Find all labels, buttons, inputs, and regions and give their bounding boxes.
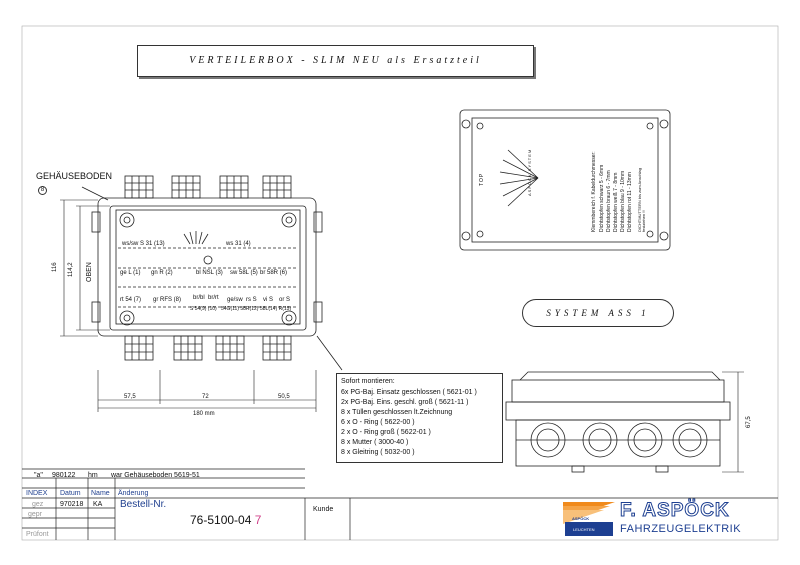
header-change: Änderung xyxy=(118,490,149,497)
top-cable-glands xyxy=(124,175,292,199)
logo-subtitle: FAHRZEUGELEKTRIK xyxy=(620,523,742,535)
revision-change: war Gehäuseboden 5619-51 xyxy=(111,472,200,479)
order-number-main: 76-5100-04 xyxy=(190,513,252,527)
top-view-text-header: Klemmbereich f. Kabeldurchmesser: xyxy=(591,151,597,232)
notes-line: 2 x O - Ring groß ( 5622-01 ) xyxy=(341,429,431,436)
notes-leader xyxy=(316,335,343,371)
system-label-box: SYSTEM ASS 1 xyxy=(522,299,674,327)
notes-line: 6x PG-Baj. Einsatz geschlossen ( 5621-01… xyxy=(341,389,477,396)
sheet-border xyxy=(21,25,779,541)
title-block-grid xyxy=(22,468,778,540)
dim-side-height: 67,5 xyxy=(746,416,752,428)
top-view-brand-small: ASPÖCK SYSTEM xyxy=(527,148,532,196)
logo-mark-bottom: LEUCHTEN xyxy=(573,527,595,532)
terminal-label: gr RFS (8) xyxy=(153,297,182,303)
terminal-label: or S xyxy=(279,297,291,303)
top-view-text-line: Dichtstopfen rot 11 - 13mm xyxy=(627,172,633,232)
vertical-dimensions xyxy=(60,199,110,337)
title-box: VERTEILERBOX - SLIM NEU als Ersatzteil xyxy=(137,45,534,77)
view-label-leader xyxy=(81,186,109,201)
notes-line: 8 x Tüllen geschlossen lt.Zeichnung xyxy=(341,409,453,416)
order-number: 76-5100-04 7 xyxy=(190,514,261,526)
terminal-label: S 54(9) (10) xyxy=(190,306,217,312)
row-label-gez: gez xyxy=(32,501,44,508)
revision-name: hm xyxy=(88,472,98,479)
notes-line: 8 x Mutter ( 3000-40 ) xyxy=(341,439,409,446)
housing-side-view xyxy=(505,371,744,473)
dim-height-outer: 116 xyxy=(52,262,58,272)
revision-date: 980122 xyxy=(52,472,76,479)
top-view-text-note: DICHTMUTTERN bis zum Anschlag festziehen… xyxy=(637,167,646,232)
system-label: SYSTEM ASS 1 xyxy=(546,308,650,318)
dim-height-inner: 114,2 xyxy=(68,262,74,277)
terminal-label: br/rt xyxy=(208,295,219,301)
terminal-label: ge/sw xyxy=(227,297,243,303)
order-label: Bestell-Nr. xyxy=(120,499,167,510)
drawn-date: 970218 xyxy=(60,501,84,508)
dim-total-width: 180 mm xyxy=(193,411,215,417)
terminal-label: br 58R (6) xyxy=(260,270,288,276)
terminal-label: gn R (2) xyxy=(151,270,173,276)
customer-label: Kunde xyxy=(313,506,334,513)
top-view-text-line: Dichtstopfen blau 9 - 10mm xyxy=(620,170,626,232)
header-date: Datum xyxy=(60,490,81,497)
notes-line: 8 x Gleitring ( 5032-00 ) xyxy=(341,449,415,456)
assembly-notes: Sofort montieren: 6x PG-Baj. Einsatz ges… xyxy=(336,373,503,463)
horizontal-dimensions xyxy=(97,370,317,412)
terminal-label: ge L (1) xyxy=(120,270,141,276)
terminal-label: ws/sw S 31 (13) xyxy=(122,241,165,247)
view-label: GEHÄUSEBODEN xyxy=(36,171,113,181)
notes-line: 6 x O - Ring ( 5622-00 ) xyxy=(341,419,415,426)
notes-heading: Sofort montieren: xyxy=(341,378,395,385)
dim-seg-middle: 72 xyxy=(202,394,209,400)
terminal-label: sw 58L (5) xyxy=(230,270,258,276)
order-number-suffix: 7 xyxy=(254,513,262,527)
header-index: INDEX xyxy=(26,490,48,497)
logo-mark-top: ASPÖCK xyxy=(572,516,590,521)
terminal-label: rs S xyxy=(246,297,257,303)
side-label-oben: OBEN xyxy=(86,262,93,282)
drawn-name: KA xyxy=(93,501,103,508)
terminal-label: vi S xyxy=(263,297,274,303)
terminal-label: ws 31 (4) xyxy=(226,241,251,247)
terminal-label: rt 54 (7) xyxy=(120,297,142,303)
bottom-cable-glands xyxy=(124,335,292,361)
drawing-title: VERTEILERBOX - SLIM NEU als Ersatzteil xyxy=(189,55,482,66)
notes-line: 2x PG-Baj. Eins. geschl. groß ( 5621-11 … xyxy=(341,399,469,406)
dim-seg-right: 50,5 xyxy=(278,394,290,400)
terminal-label: br/bl xyxy=(193,295,205,301)
terminal-label: 54G(11) 58R(12) xyxy=(221,306,259,312)
logo-brand: F. ASPÖCK xyxy=(620,500,730,522)
top-view-text-line: Dichtstopfen braun 6 - 7mm xyxy=(606,170,612,232)
housing-top-view xyxy=(459,109,671,251)
terminal-label: 58L(14) R(15) xyxy=(260,306,292,312)
top-view-text-line: Dichtstopfen schwarz 5 - 6mm xyxy=(599,164,605,232)
aspoeck-logo-mark xyxy=(561,500,617,538)
housing-front-view xyxy=(91,197,323,337)
row-label-pruefont: Prüfont xyxy=(26,531,49,538)
view-label-marker: 8 xyxy=(38,186,47,195)
revision-index: "a" xyxy=(34,472,43,479)
top-view-text-line: Dichtstopfen weiß 7 - 8mm xyxy=(613,172,619,232)
dim-seg-left: 57,5 xyxy=(124,394,136,400)
terminal-label: bl NSL (3) xyxy=(196,270,223,276)
top-view-side-text: TOP xyxy=(479,172,485,186)
header-name: Name xyxy=(91,490,110,497)
row-label-gepr: gepr xyxy=(28,511,43,518)
